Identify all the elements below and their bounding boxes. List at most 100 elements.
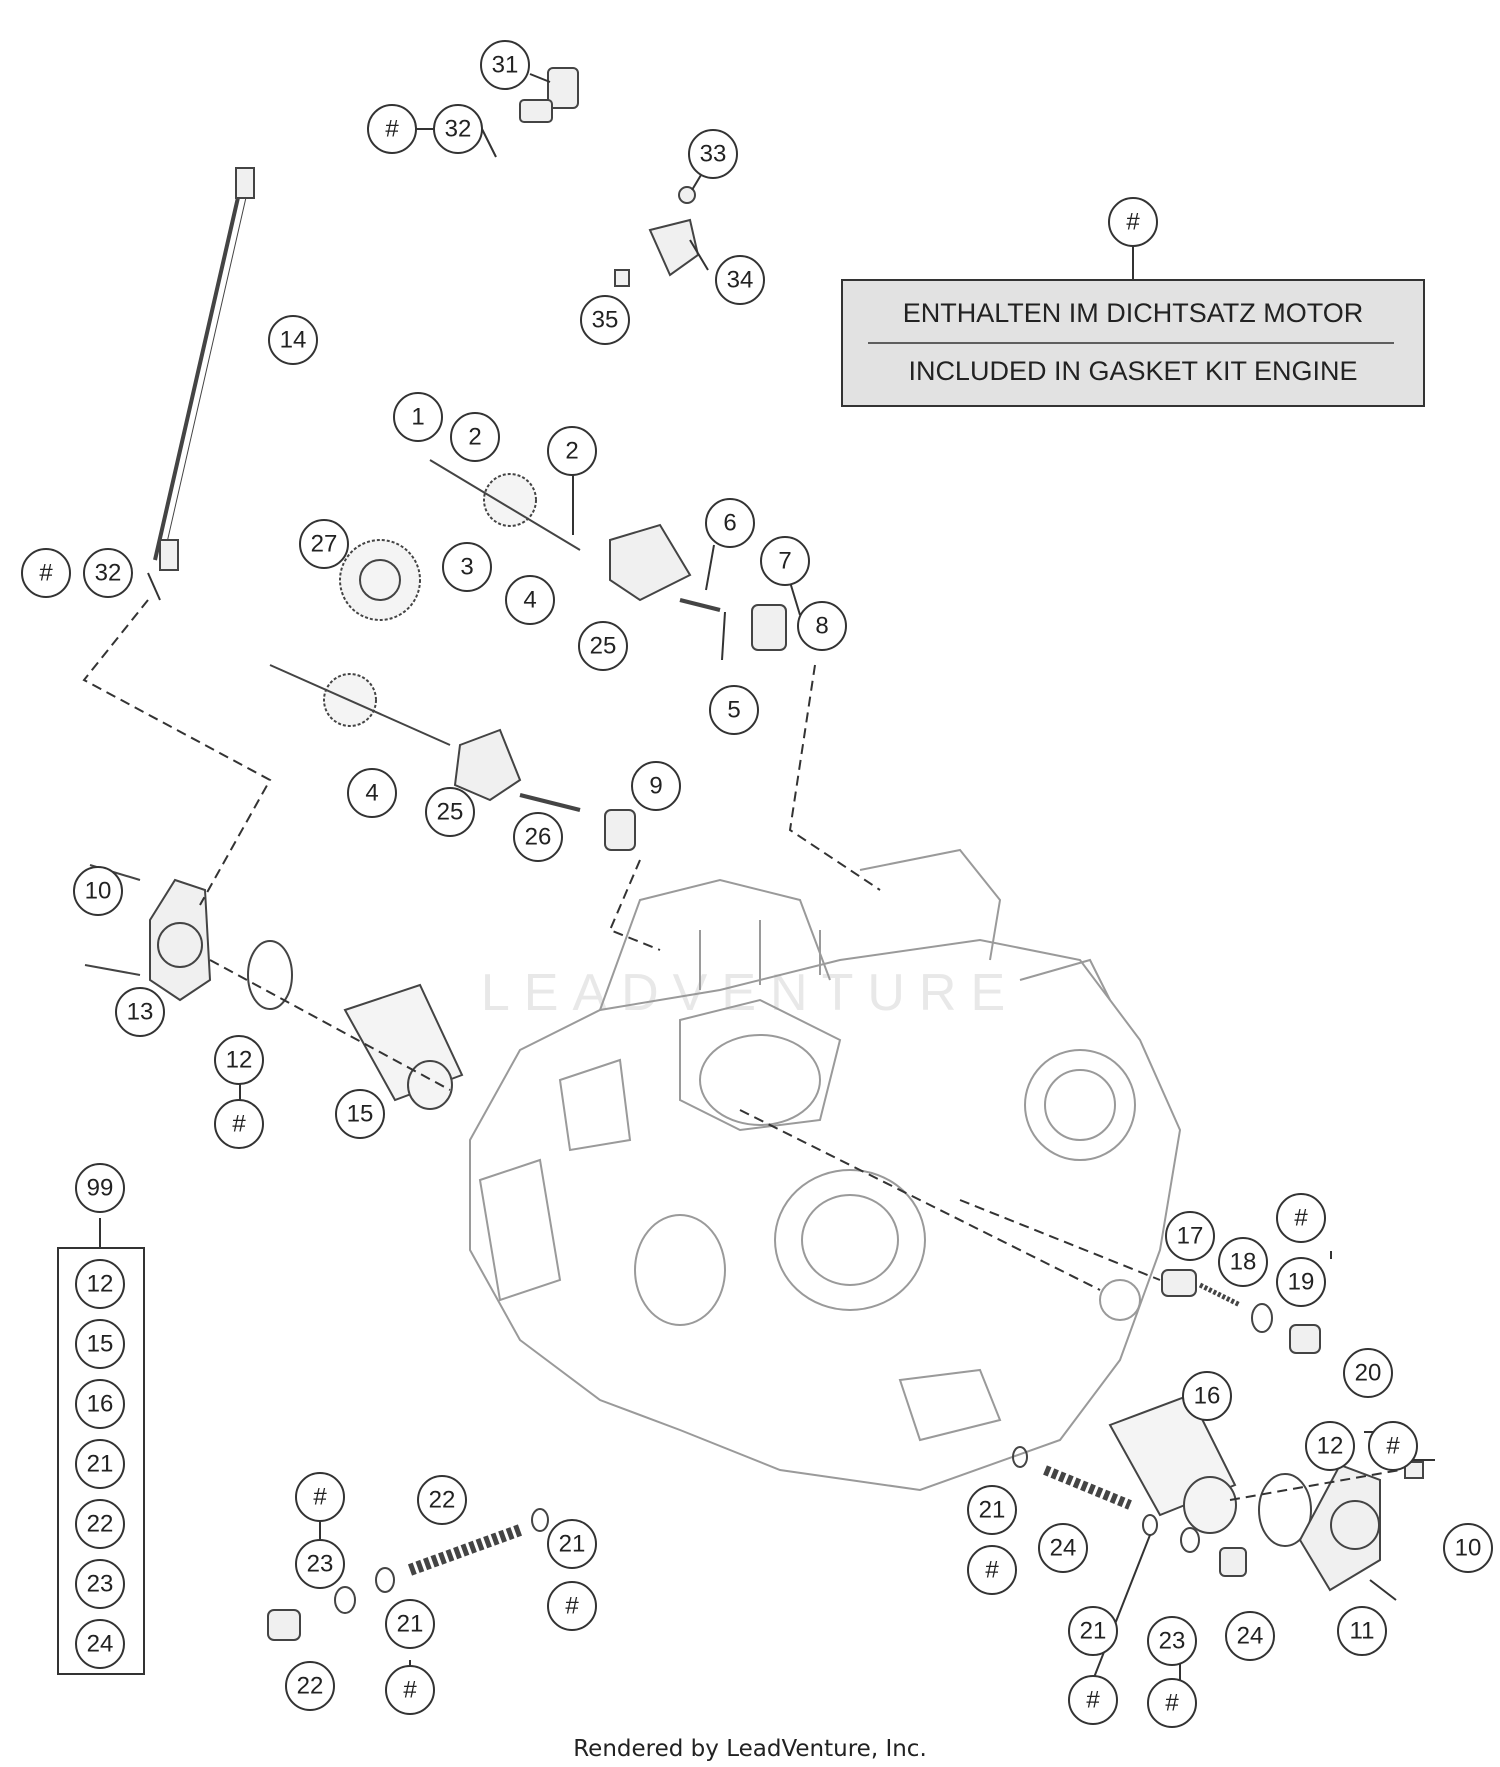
- callout-circle: [1165, 1211, 1215, 1261]
- part-callout-21: 21: [1068, 1606, 1118, 1656]
- callout-circle: [1147, 1616, 1197, 1666]
- callout-circle: [1368, 1421, 1418, 1471]
- callout-number: #: [565, 1593, 579, 1620]
- callout-circle: [75, 1259, 125, 1309]
- callout-circle: [1443, 1523, 1493, 1573]
- part-callout-20: 20: [1343, 1348, 1393, 1398]
- callout-circle: [688, 129, 738, 179]
- part-callout-34: 34: [715, 255, 765, 305]
- callout-number: 32: [95, 560, 122, 587]
- callout-circle: [393, 392, 443, 442]
- callout-number: 21: [559, 1531, 586, 1558]
- part-callout-22: 22: [285, 1661, 335, 1711]
- callout-number: 12: [1317, 1433, 1344, 1460]
- render-credit: Rendered by LeadVenture, Inc.: [573, 1736, 927, 1762]
- part-callout-25: 25: [425, 787, 475, 837]
- callout-number: 34: [727, 267, 754, 294]
- callout-circle: [967, 1545, 1017, 1595]
- callout-circle: [513, 812, 563, 862]
- callout-number: 21: [397, 1611, 424, 1638]
- callout-circle: [1305, 1421, 1355, 1471]
- callout-circle: [580, 295, 630, 345]
- callout-circle: [1218, 1237, 1268, 1287]
- callout-number: 10: [1455, 1535, 1482, 1562]
- callout-circle: [797, 601, 847, 651]
- callout-circle: [73, 866, 123, 916]
- part-callout-24: 24: [1038, 1523, 1088, 1573]
- callout-number: 15: [87, 1331, 114, 1358]
- kit-item-callout-24: 24: [75, 1619, 125, 1669]
- callout-number: 9: [649, 773, 662, 800]
- callout-number: 2: [468, 424, 481, 451]
- part-callout-8: 8: [797, 601, 847, 651]
- part-callout-16: 16: [1182, 1371, 1232, 1421]
- callout-circle: [295, 1472, 345, 1522]
- part-callout-24: 24: [1225, 1611, 1275, 1661]
- callout-number: #: [1086, 1687, 1100, 1714]
- callout-circle: [1068, 1606, 1118, 1656]
- callout-circle: [75, 1379, 125, 1429]
- callout-number: 19: [1288, 1269, 1315, 1296]
- kit-item-callout-15: 15: [75, 1319, 125, 1369]
- part-callout-19: 19: [1276, 1257, 1326, 1307]
- kit-item-callout-21: 21: [75, 1439, 125, 1489]
- callout-number: 22: [429, 1487, 456, 1514]
- callout-circle: [75, 1619, 125, 1669]
- gasket-kit-marker: #: [1068, 1675, 1118, 1725]
- callout-circle: [21, 548, 71, 598]
- gasket-kit-marker: #: [214, 1099, 264, 1149]
- part-callout-31: 31: [480, 40, 530, 90]
- callout-number: 35: [592, 307, 619, 334]
- callout-circle: [705, 498, 755, 548]
- gasket-kit-marker: #: [367, 104, 417, 154]
- callout-number: 18: [1230, 1249, 1257, 1276]
- part-callout-3: 3: [442, 542, 492, 592]
- callout-number: 23: [1159, 1628, 1186, 1655]
- part-callout-26: 26: [513, 812, 563, 862]
- callout-number: #: [232, 1111, 246, 1138]
- part-callout-14: 14: [268, 315, 318, 365]
- kit-number-callout: 99: [75, 1163, 125, 1213]
- callout-number: 99: [87, 1175, 114, 1202]
- gasket-kit-marker: #: [967, 1545, 1017, 1595]
- callout-number: 26: [525, 824, 552, 851]
- callout-circle: [442, 542, 492, 592]
- callout-number: 17: [1177, 1223, 1204, 1250]
- callout-number: #: [39, 560, 53, 587]
- callout-circle: [1276, 1257, 1326, 1307]
- callout-circle: [75, 1163, 125, 1213]
- callout-circle: [967, 1485, 1017, 1535]
- callout-number: 7: [778, 548, 791, 575]
- callout-number: 15: [347, 1101, 374, 1128]
- part-callout-27: 27: [299, 519, 349, 569]
- callout-number: 12: [87, 1271, 114, 1298]
- callout-circle: [547, 426, 597, 476]
- part-callout-11: 11: [1337, 1606, 1387, 1656]
- callout-number: 3: [460, 554, 473, 581]
- callout-circle: [450, 412, 500, 462]
- engine-crankcase-sketch: [469, 848, 1182, 1492]
- callout-number: 8: [815, 613, 828, 640]
- gasket-kit-marker: #: [1276, 1193, 1326, 1243]
- part-callout-4: 4: [347, 768, 397, 818]
- callout-number: #: [403, 1677, 417, 1704]
- callout-circle: [709, 685, 759, 735]
- parts-sketches: [84, 67, 1424, 1641]
- callout-number: 16: [1194, 1383, 1221, 1410]
- assembly-lines: [82, 599, 1401, 1501]
- part-callout-21: 21: [547, 1519, 597, 1569]
- callout-circle: [1068, 1675, 1118, 1725]
- callout-number: 13: [127, 999, 154, 1026]
- gasket-kit-marker: #: [1368, 1421, 1418, 1471]
- callout-circle: [547, 1519, 597, 1569]
- part-callout-25: 25: [578, 621, 628, 671]
- callout-number: 10: [85, 878, 112, 905]
- callout-circle: [299, 519, 349, 569]
- callout-number: 21: [87, 1451, 114, 1478]
- part-callout-35: 35: [580, 295, 630, 345]
- gasket-kit-marker: #: [1147, 1678, 1197, 1728]
- part-callout-7: 7: [760, 536, 810, 586]
- part-callout-33: 33: [688, 129, 738, 179]
- gasket-kit-marker: #: [385, 1665, 435, 1715]
- callout-number: 24: [1237, 1623, 1264, 1650]
